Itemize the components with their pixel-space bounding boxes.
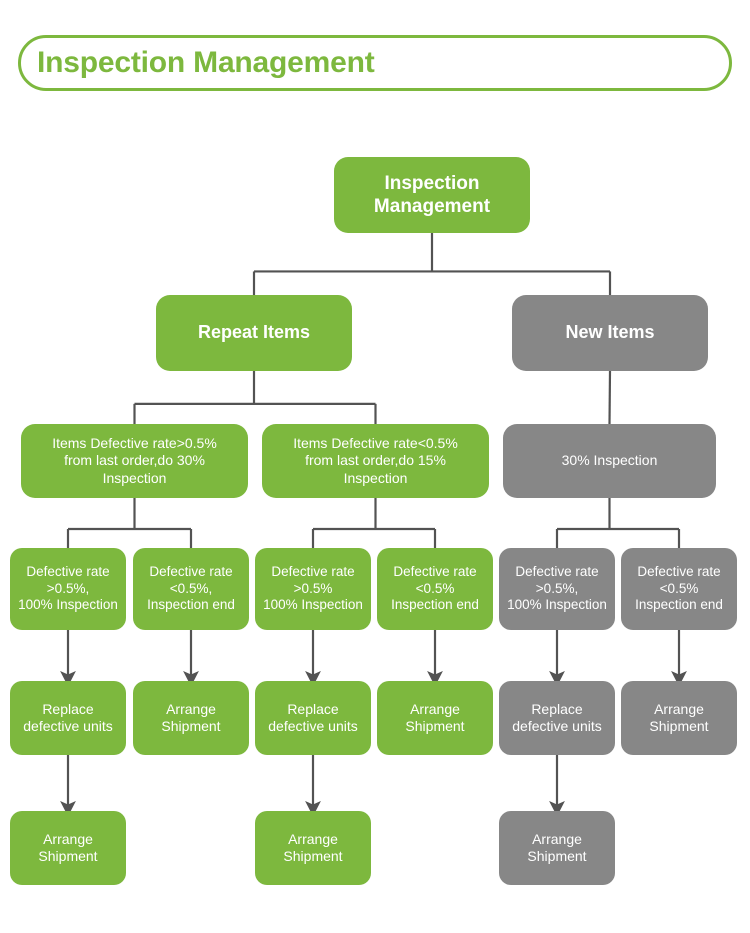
- node-repeat-items[interactable]: Repeat Items: [156, 295, 352, 371]
- node-label-line: New Items: [565, 322, 655, 343]
- node-label-line: defective units: [268, 718, 358, 734]
- node-label: Items Defective rate<0.5%from last order…: [266, 435, 485, 486]
- node-label: Defective rate>0.5%,100% Inspection: [14, 564, 122, 613]
- header-banner: Inspection Management: [18, 35, 732, 91]
- node-label-line: Shipment: [405, 718, 465, 734]
- node-label-line: Arrange: [654, 700, 704, 717]
- node-label-line: Inspection: [384, 172, 480, 194]
- node-c6-defect-lt[interactable]: Defective rate<0.5%Inspection end: [621, 548, 737, 630]
- node-label-line: Replace: [531, 700, 583, 717]
- node-label-line: Replace: [287, 700, 339, 717]
- node-label-line: Shipment: [38, 848, 98, 864]
- node-label: Defective rate<0.5%Inspection end: [625, 564, 733, 613]
- node-label-line: Management: [373, 196, 491, 217]
- node-label-line: Items Defective rate>0.5%: [52, 435, 217, 452]
- edge-new-to-lvl3: [608, 370, 612, 425]
- node-label-line: Defective rate: [637, 564, 721, 580]
- node-label-line: Arrange: [532, 830, 582, 847]
- node-label-line: 100% Inspection: [18, 597, 118, 613]
- node-label-line: Inspection: [102, 469, 167, 486]
- node-label-line: Arrange: [166, 700, 216, 717]
- node-label-line: Arrange: [288, 830, 338, 847]
- node-label-line: Inspection end: [635, 597, 723, 613]
- node-label-line: Repeat Items: [197, 322, 311, 343]
- node-label-line: <0.5%,: [169, 580, 213, 596]
- node-c5-defect-gt[interactable]: Defective rate>0.5%,100% Inspection: [499, 548, 615, 630]
- node-new-items[interactable]: New Items: [512, 295, 708, 371]
- node-label-line: >0.5%,: [46, 580, 90, 596]
- node-label-line: Defective rate: [515, 564, 599, 580]
- node-label: Repeat Items: [160, 322, 348, 344]
- node-label-line: Replace: [42, 700, 94, 717]
- node-label-line: 100% Inspection: [507, 597, 607, 613]
- node-label-line: <0.5%: [415, 580, 455, 596]
- node-label-line: from last order,do 15%: [305, 452, 446, 469]
- node-label-line: Shipment: [649, 718, 709, 734]
- node-label-line: Shipment: [283, 848, 343, 864]
- node-label: Defective rate>0.5%,100% Inspection: [503, 564, 611, 613]
- node-label: Items Defective rate>0.5%from last order…: [25, 435, 244, 486]
- node-label-line: Inspection: [343, 469, 408, 486]
- node-c1-defect-gt[interactable]: Defective rate>0.5%,100% Inspection: [10, 548, 126, 630]
- node-label-line: Arrange: [410, 700, 460, 717]
- node-label-line: defective units: [23, 718, 113, 734]
- node-label-line: 30% Inspection: [561, 452, 658, 469]
- node-label-line: >0.5%: [293, 580, 333, 596]
- node-c4-defect-lt[interactable]: Defective rate<0.5%Inspection end: [377, 548, 493, 630]
- node-label-line: Defective rate: [271, 564, 355, 580]
- node-label-line: >0.5%,: [535, 580, 579, 596]
- node-repeat-lt[interactable]: Items Defective rate<0.5%from last order…: [262, 424, 489, 498]
- node-new-30[interactable]: 30% Inspection: [503, 424, 716, 498]
- node-label-line: 100% Inspection: [263, 597, 363, 613]
- node-label-line: Defective rate: [393, 564, 477, 580]
- node-label: Defective rate>0.5%100% Inspection: [259, 564, 367, 613]
- node-c2-defect-lt[interactable]: Defective rate<0.5%,Inspection end: [133, 548, 249, 630]
- node-label-line: Shipment: [161, 718, 221, 734]
- node-label: 30% Inspection: [507, 452, 712, 469]
- node-label: New Items: [516, 322, 704, 344]
- page-title: Inspection Management: [37, 46, 375, 79]
- node-label-line: Defective rate: [26, 564, 110, 580]
- node-repeat-gt[interactable]: Items Defective rate>0.5%from last order…: [21, 424, 248, 498]
- node-label-line: from last order,do 30%: [64, 452, 205, 469]
- node-label-line: Inspection end: [391, 597, 479, 613]
- node-label-line: Shipment: [527, 848, 587, 864]
- node-c3-defect-gt[interactable]: Defective rate>0.5%100% Inspection: [255, 548, 371, 630]
- node-label-line: Inspection end: [147, 597, 235, 613]
- node-label-line: <0.5%: [659, 580, 699, 596]
- node-label-line: defective units: [512, 718, 602, 734]
- node-label-line: Arrange: [43, 830, 93, 847]
- node-label: Defective rate<0.5%,Inspection end: [137, 564, 245, 613]
- node-label-line: Defective rate: [149, 564, 233, 580]
- node-label: Defective rate<0.5%Inspection end: [381, 564, 489, 613]
- node-label-line: Items Defective rate<0.5%: [293, 435, 458, 452]
